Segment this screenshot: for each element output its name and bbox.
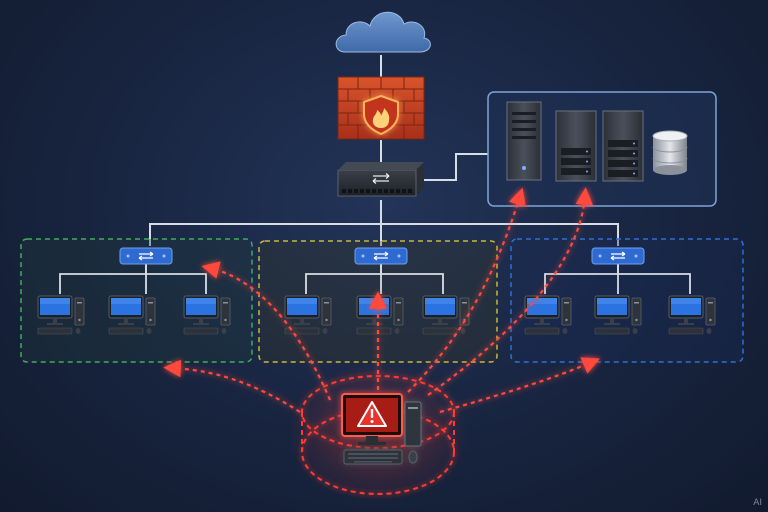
workstation-icon xyxy=(183,295,231,335)
rack-server-icon xyxy=(555,110,597,182)
segment-left xyxy=(20,238,253,363)
rack-server-icon xyxy=(602,110,644,182)
workstation-icon xyxy=(668,295,716,335)
workstation-icon xyxy=(422,295,470,335)
segment-switch-icon xyxy=(354,247,408,265)
workstation-icon xyxy=(108,295,156,335)
workstation-icon xyxy=(37,295,85,335)
internet-cloud-icon xyxy=(335,11,431,53)
attack-paths xyxy=(163,187,601,414)
workstation-icon xyxy=(284,295,332,335)
core-switch-icon xyxy=(337,162,424,197)
warning-icon xyxy=(357,401,387,427)
server-group xyxy=(487,91,717,207)
attack-path xyxy=(163,359,301,413)
tower-server-icon xyxy=(506,101,542,181)
attack-path xyxy=(407,187,526,393)
flame-shield-icon xyxy=(363,94,399,136)
firewall-icon xyxy=(337,76,425,140)
infected-workstation xyxy=(341,393,422,465)
watermark: AI xyxy=(753,498,762,508)
workstation-icon xyxy=(356,295,404,335)
database-icon xyxy=(652,130,688,175)
uplink-cables xyxy=(149,55,619,246)
attack-path xyxy=(201,261,332,401)
segment-right xyxy=(510,238,744,363)
attack-path xyxy=(427,187,594,396)
segment-switch-icon xyxy=(119,247,173,265)
workstation-icon xyxy=(524,295,572,335)
segment-switch-icon xyxy=(591,247,645,265)
workstation-icon xyxy=(594,295,642,335)
